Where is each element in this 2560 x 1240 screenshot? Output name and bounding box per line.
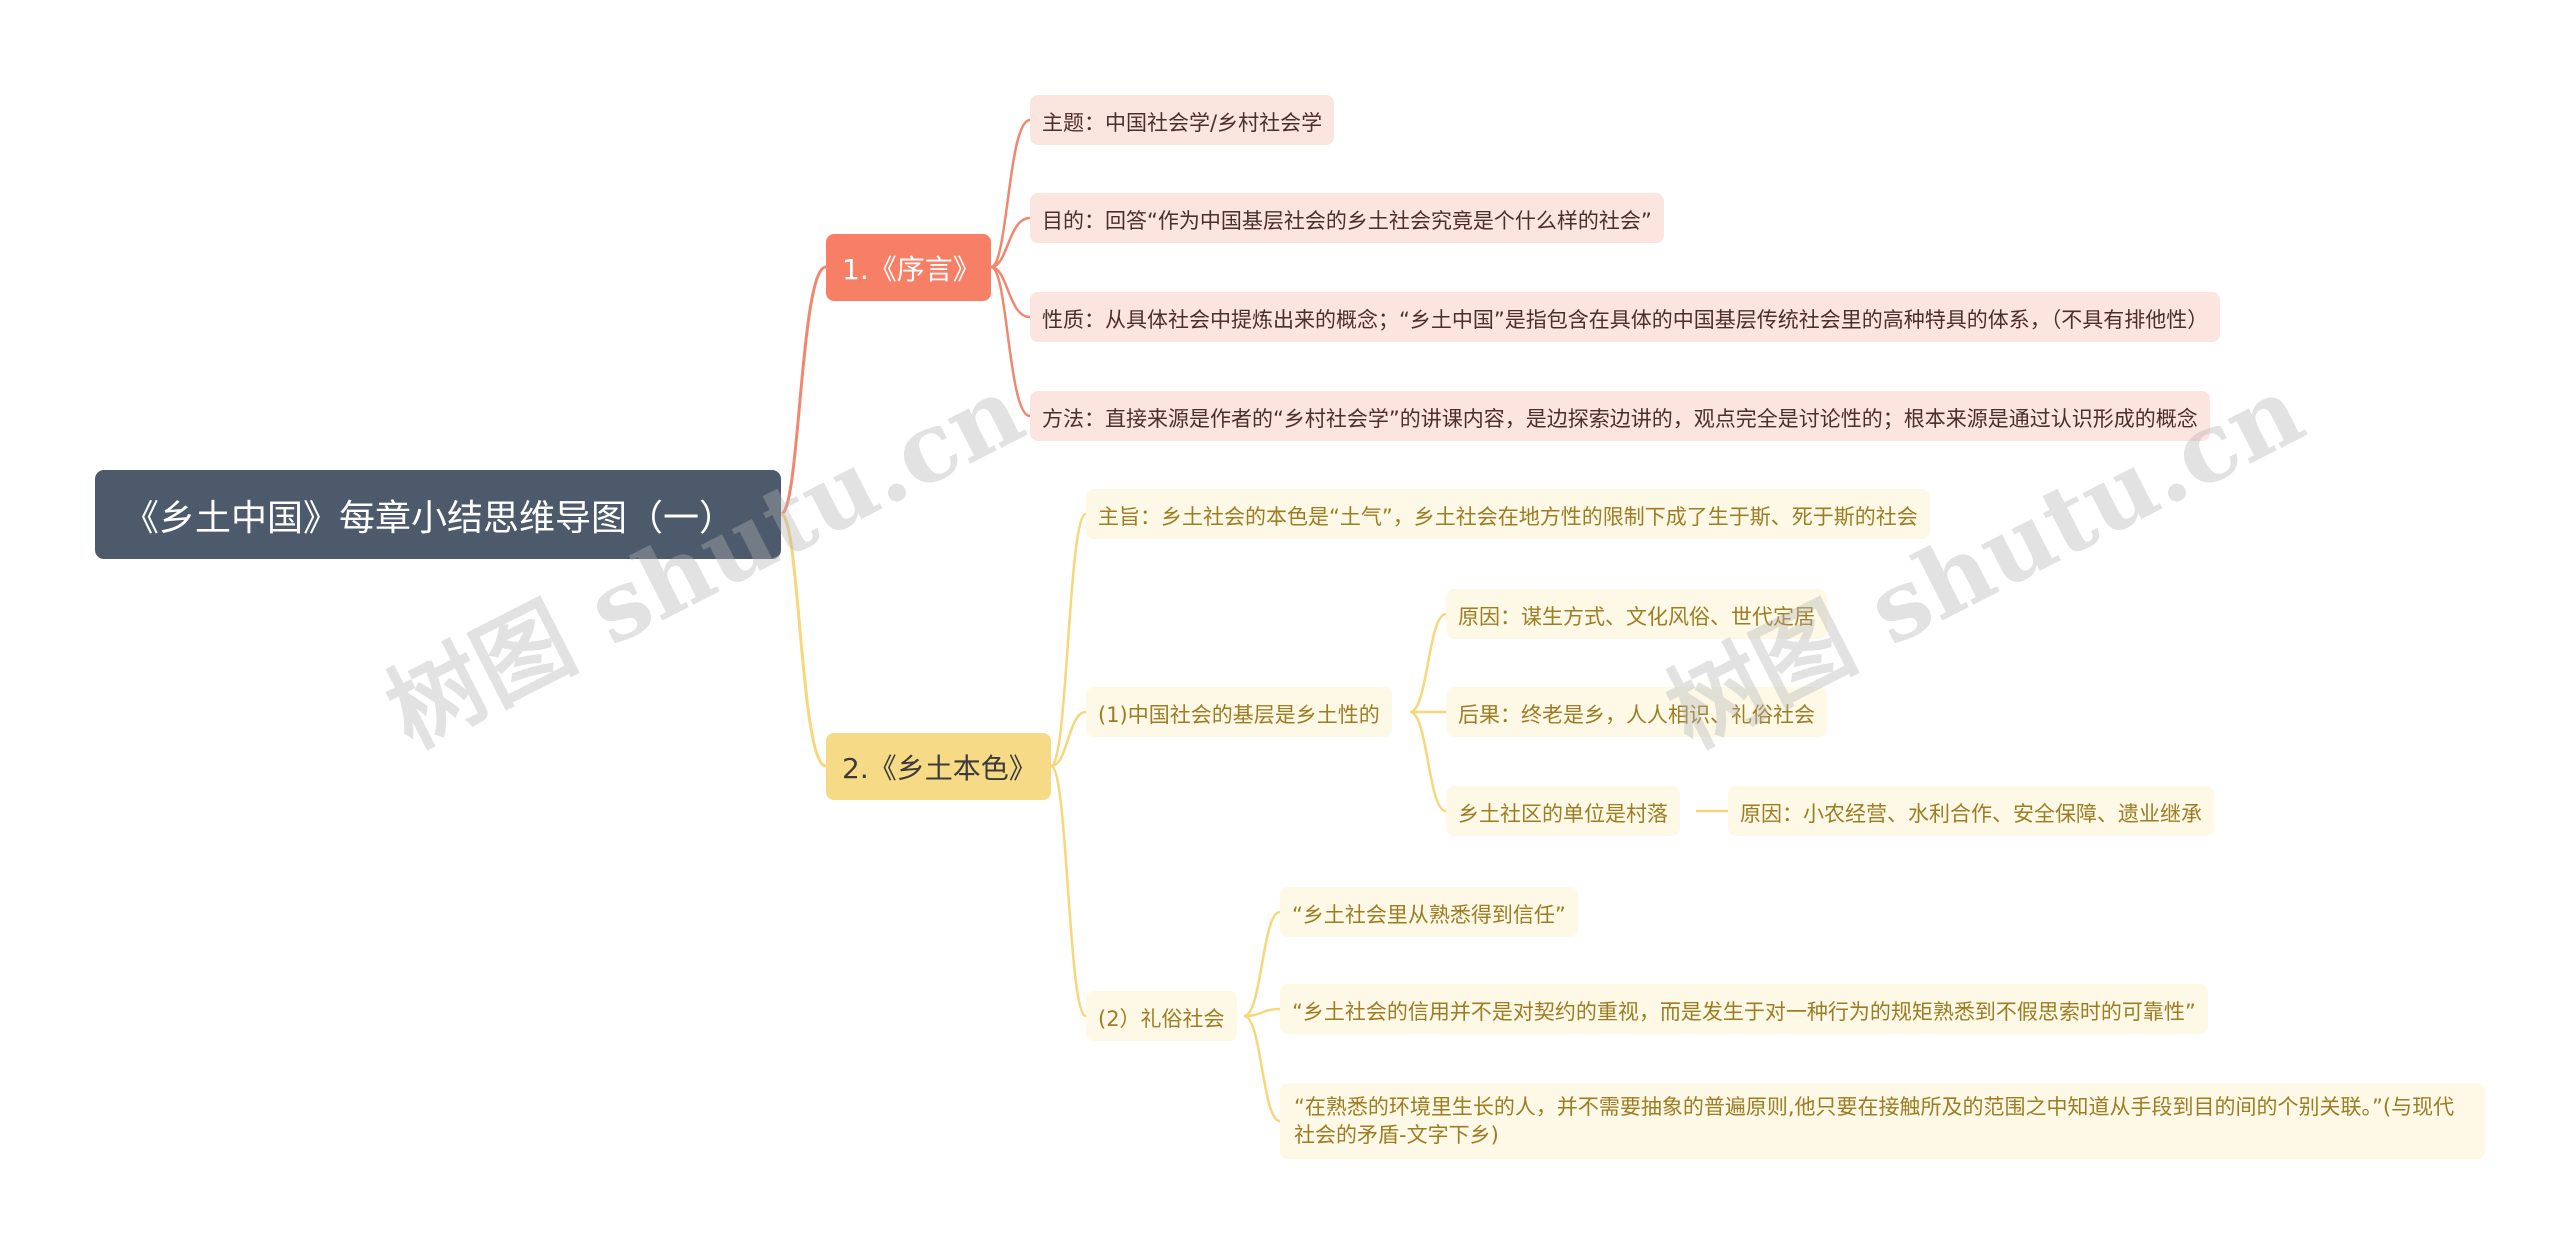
leaf-basis-consequence[interactable]: 后果：终老是乡，人人相识、礼俗社会 xyxy=(1446,687,1827,737)
leaf-preface-method[interactable]: 方法：直接来源是作者的“乡村社会学”的讲课内容，是边探索边讲的，观点完全是讨论性… xyxy=(1030,391,2210,441)
bracket-sub1 xyxy=(1409,612,1447,813)
sub-rural-basis[interactable]: (1)中国社会的基层是乡土性的 xyxy=(1086,687,1392,737)
leaf-basis-village-unit[interactable]: 乡土社区的单位是村落 xyxy=(1446,786,1680,836)
branch-preface[interactable]: 1.《序言》 xyxy=(826,234,991,301)
leaf-preface-theme[interactable]: 主题：中国社会学/乡村社会学 xyxy=(1030,95,1335,145)
bracket-branch2 xyxy=(1049,512,1088,1018)
branch-rural-character[interactable]: 2.《乡土本色》 xyxy=(826,733,1051,800)
leaf-etiquette-credit[interactable]: “乡土社会的信用并不是对契约的重视，而是发生于对一种行为的规矩熟悉到不假思索时的… xyxy=(1280,984,2208,1034)
leaf-preface-purpose[interactable]: 目的：回答“作为中国基层社会的乡土社会究竟是个什么样的社会” xyxy=(1030,193,1664,243)
leaf-preface-nature[interactable]: 性质：从具体社会中提炼出来的概念；“乡土中国”是指包含在具体的中国基层传统社会里… xyxy=(1030,292,2221,342)
root-node[interactable]: 《乡土中国》每章小结思维导图（一） xyxy=(95,470,781,559)
bracket-sub2 xyxy=(1243,910,1281,1123)
leaf-rural-theme[interactable]: 主旨：乡土社会的本色是“土气”，乡土社会在地方性的限制下成了生于斯、死于斯的社会 xyxy=(1086,489,1930,539)
bracket-branch1 xyxy=(990,118,1031,418)
leaf-etiquette-familiar[interactable]: “在熟悉的环境里生长的人，并不需要抽象的普遍原则,他只要在接触所及的范围之中知道… xyxy=(1280,1083,2485,1159)
leaf-village-reason[interactable]: 原因：小农经营、水利合作、安全保障、遗业继承 xyxy=(1728,786,2214,836)
link-root-branch2 xyxy=(780,512,827,768)
leaf-etiquette-trust[interactable]: “乡土社会里从熟悉得到信任” xyxy=(1280,887,1578,937)
leaf-basis-reason[interactable]: 原因：谋生方式、文化风俗、世代定居 xyxy=(1446,589,1827,639)
sub-etiquette-society[interactable]: (2）礼俗社会 xyxy=(1086,991,1237,1041)
link-root-branch1 xyxy=(780,265,827,516)
